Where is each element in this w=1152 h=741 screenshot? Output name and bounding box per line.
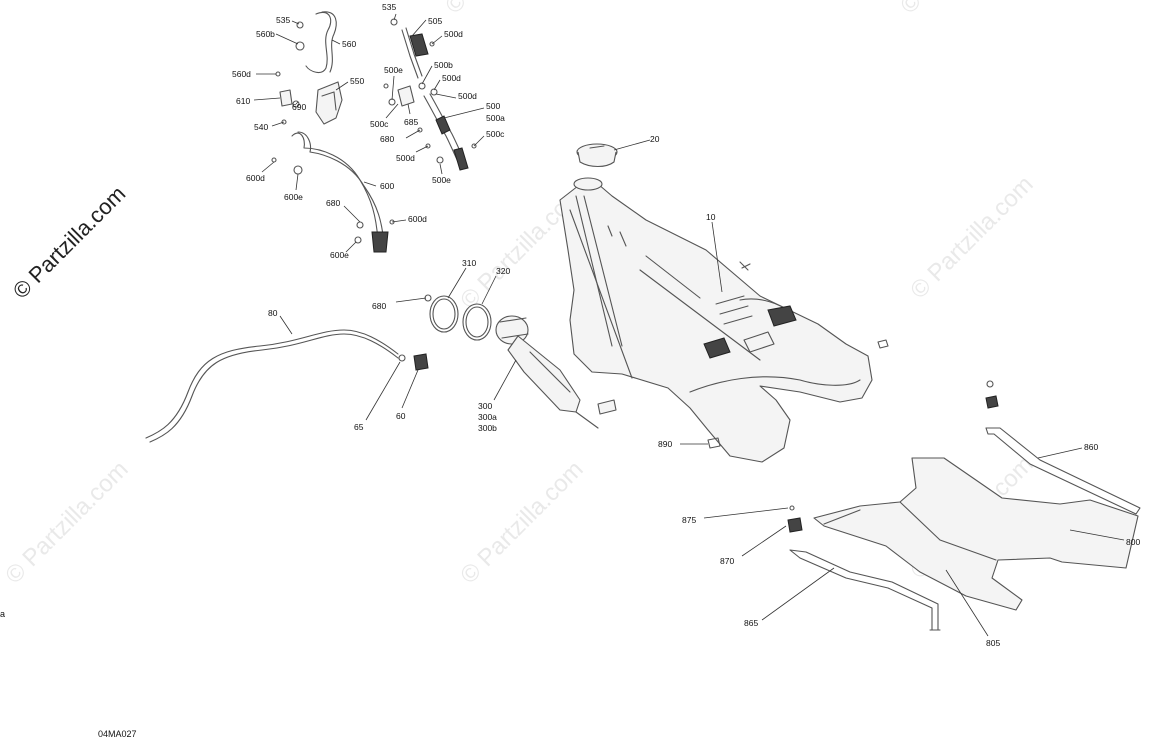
- callout-860: 860: [1084, 442, 1098, 452]
- callout-560d: 560d: [232, 69, 251, 79]
- callout-875: 875: [682, 515, 696, 525]
- callout-680: 680: [326, 198, 340, 208]
- fuel-pump-part: [495, 315, 617, 429]
- callout-500b: 500b: [434, 60, 453, 70]
- callout-500: 500: [486, 101, 500, 111]
- diagram-code: 04MA027: [98, 729, 137, 739]
- callout-310: 310: [462, 258, 476, 268]
- callout-865: 865: [744, 618, 758, 628]
- callout-10: 10: [706, 212, 716, 222]
- fuel-cap-part: [576, 143, 618, 168]
- callout-600d: 600d: [246, 173, 265, 183]
- callout-800: 800: [1126, 537, 1140, 547]
- fuel-line-part: [145, 329, 429, 443]
- callout-535: 535: [276, 15, 290, 25]
- callout-600d: 600d: [408, 214, 427, 224]
- callout-300a: 300a: [478, 412, 497, 422]
- callout-65: 65: [354, 422, 364, 432]
- callout-870: 870: [720, 556, 734, 566]
- callout-500a: 500a: [486, 113, 505, 123]
- callout-500e: 500e: [384, 65, 403, 75]
- callout-535: 535: [382, 2, 396, 12]
- vent-hose-group: [271, 11, 395, 253]
- callout-505: 505: [428, 16, 442, 26]
- corner-mark: a: [0, 609, 5, 619]
- leader-lines: [253, 13, 1125, 637]
- watermark-tile: © Partzilla.com: [455, 456, 588, 589]
- callout-labels: 535 560b 560 560d 550 610 690 540 600d 6…: [232, 2, 1140, 648]
- callout-500e: 500e: [432, 175, 451, 185]
- callout-680: 680: [372, 301, 386, 311]
- callout-500d: 500d: [444, 29, 463, 39]
- callout-320: 320: [496, 266, 510, 276]
- callout-600e: 600e: [330, 250, 349, 260]
- filler-hose-group: [383, 18, 477, 171]
- callout-20: 20: [650, 134, 660, 144]
- watermark-tile: © Partzilla.com: [895, 0, 1028, 19]
- callout-560: 560: [342, 39, 356, 49]
- watermark-main: © Partzilla.com: [8, 181, 131, 304]
- callout-500d: 500d: [442, 73, 461, 83]
- callout-300b: 300b: [478, 423, 497, 433]
- callout-560b: 560b: [256, 29, 275, 39]
- callout-600: 600: [380, 181, 394, 191]
- callout-890: 890: [658, 439, 672, 449]
- callout-500c: 500c: [486, 129, 505, 139]
- watermark-tile: © Partzilla.com: [905, 171, 1038, 304]
- callout-300: 300: [478, 401, 492, 411]
- watermark-layer: © Partzilla.com © Partzilla.com © Partzi…: [0, 0, 1038, 589]
- callout-550: 550: [350, 76, 364, 86]
- callout-60: 60: [396, 411, 406, 421]
- callout-610: 610: [236, 96, 250, 106]
- callout-500d: 500d: [458, 91, 477, 101]
- callout-685: 685: [404, 117, 418, 127]
- callout-540: 540: [254, 122, 268, 132]
- callout-680: 680: [380, 134, 394, 144]
- callout-600e: 600e: [284, 192, 303, 202]
- seal-rings: [424, 294, 492, 341]
- watermark-tile: © Partzilla.com: [440, 0, 573, 19]
- skid-plate-group: [787, 380, 1141, 631]
- callout-500c: 500c: [370, 119, 389, 129]
- callout-805: 805: [986, 638, 1000, 648]
- callout-500d: 500d: [396, 153, 415, 163]
- fuel-tank-part: [559, 177, 889, 463]
- callout-690: 690: [292, 102, 306, 112]
- callout-80: 80: [268, 308, 278, 318]
- watermark-tile: © Partzilla.com: [0, 456, 133, 589]
